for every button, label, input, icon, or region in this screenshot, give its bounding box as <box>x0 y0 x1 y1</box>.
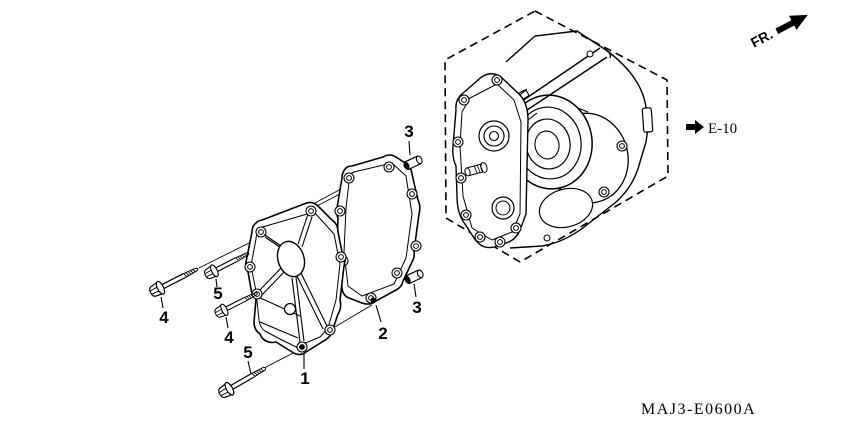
callout-4-left: 4 <box>159 308 169 327</box>
e10-label: E-10 <box>708 121 737 137</box>
diagram-code: MAJ3-E0600A <box>641 401 756 418</box>
callout-4-lower: 4 <box>224 328 234 347</box>
gasket <box>334 154 422 305</box>
callout-5-bottom: 5 <box>243 343 252 362</box>
dowel-pin-right <box>404 269 424 285</box>
bolt-5-bottom <box>215 361 270 401</box>
engine-case-reference <box>452 30 654 249</box>
fr-direction-marker: FR. <box>748 14 808 51</box>
bolt-5-upper <box>201 246 253 282</box>
dowel-pin-top <box>403 155 423 171</box>
callout-3-right: 3 <box>412 298 421 317</box>
cover-plate <box>244 201 347 356</box>
callout-1: 1 <box>300 369 309 388</box>
callout-leaders <box>160 140 417 375</box>
callout-2: 2 <box>378 324 387 343</box>
fr-label: FR. <box>748 26 775 51</box>
bolt-4-left <box>146 261 202 300</box>
reference-boundary <box>444 10 669 263</box>
fr-arrow-icon <box>775 14 808 34</box>
e10-reference: E-10 <box>686 120 737 137</box>
e10-arrow-icon <box>686 120 704 134</box>
callout-5-upper: 5 <box>213 284 222 303</box>
callout-3-top: 3 <box>404 122 413 141</box>
